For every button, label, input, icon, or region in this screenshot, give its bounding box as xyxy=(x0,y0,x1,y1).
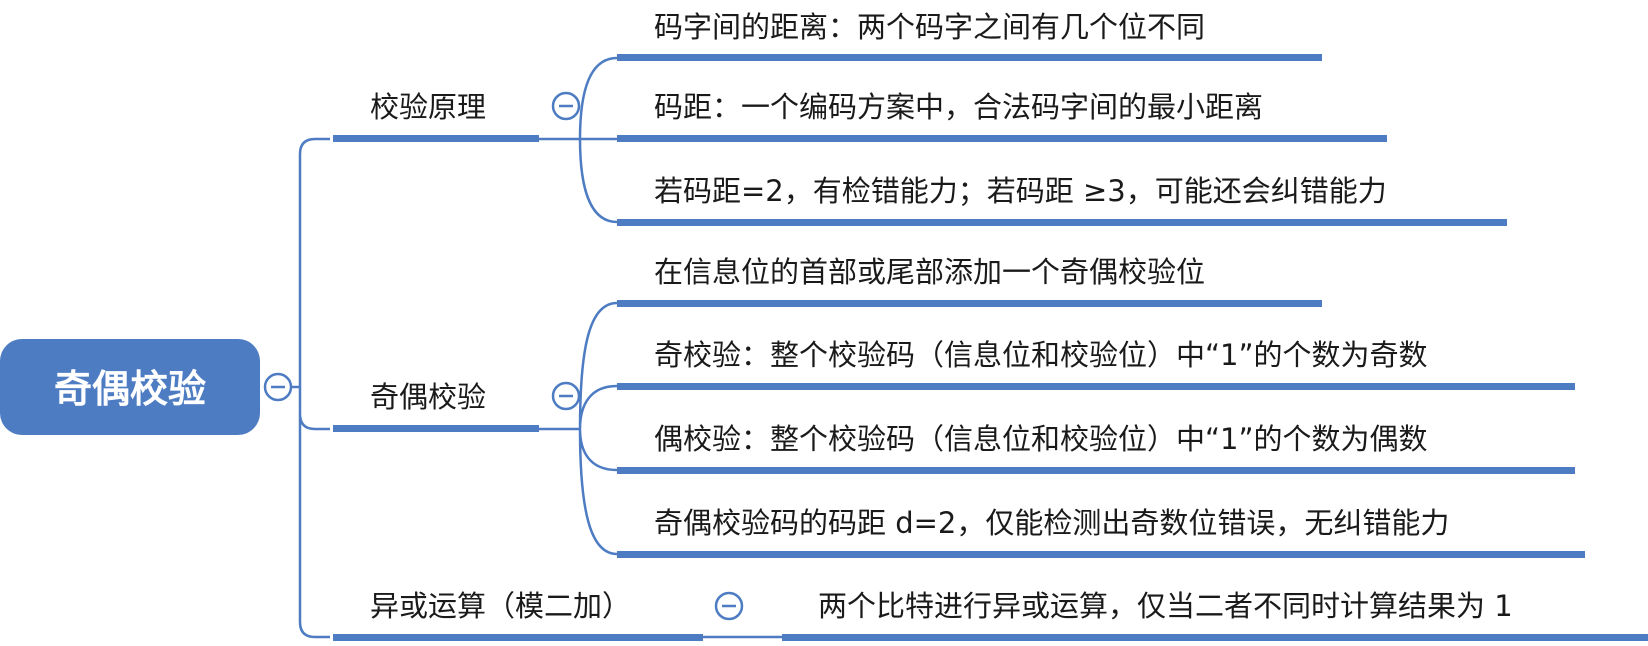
leaf-underline xyxy=(617,135,1387,142)
leaf-underline xyxy=(617,300,1322,307)
leaf-node[interactable]: 在信息位的首部或尾部添加一个奇偶校验位 xyxy=(617,255,1322,307)
root-label: 奇偶校验 xyxy=(54,367,206,411)
leaf-label: 两个比特进行异或运算，仅当二者不同时计算结果为 1 xyxy=(818,589,1513,623)
leaf-node[interactable]: 奇校验：整个校验码（信息位和校验位）中“1”的个数为奇数 xyxy=(617,338,1575,390)
root-collapse-button[interactable] xyxy=(263,372,293,402)
branch-connector xyxy=(539,301,618,556)
leaf-underline xyxy=(617,383,1575,390)
leaf-label: 奇校验：整个校验码（信息位和校验位）中“1”的个数为奇数 xyxy=(654,338,1428,372)
branch-collapse-button[interactable] xyxy=(714,591,744,621)
leaf-underline xyxy=(617,551,1585,558)
leaf-label: 码字间的距离：两个码字之间有几个位不同 xyxy=(654,10,1205,44)
leaf-node[interactable]: 码字间的距离：两个码字之间有几个位不同 xyxy=(617,10,1322,61)
leaf-node[interactable]: 奇偶校验码的码距 d=2，仅能检测出奇数位错误，无纠错能力 xyxy=(617,506,1585,558)
leaf-label: 奇偶校验码的码距 d=2，仅能检测出奇数位错误，无纠错能力 xyxy=(654,506,1449,540)
leaf-underline xyxy=(782,634,1648,641)
branch-xor-operation[interactable]: 异或运算（模二加） xyxy=(333,589,703,641)
branch-connector xyxy=(539,56,618,224)
leaf-label: 偶校验：整个校验码（信息位和校验位）中“1”的个数为偶数 xyxy=(654,422,1428,456)
leaf-underline xyxy=(617,219,1507,226)
branch-label: 异或运算（模二加） xyxy=(370,589,631,623)
leaf-underline xyxy=(617,54,1322,61)
branch-collapse-button[interactable] xyxy=(551,381,581,411)
leaf-underline xyxy=(617,467,1575,474)
branch-label: 奇偶校验 xyxy=(370,380,486,414)
leaf-label: 码距：一个编码方案中，合法码字间的最小距离 xyxy=(654,90,1263,124)
branch-underline xyxy=(333,425,539,432)
leaf-node[interactable]: 码距：一个编码方案中，合法码字间的最小距离 xyxy=(617,90,1387,142)
leaf-node[interactable]: 若码距=2，有检错能力；若码距 ≥3，可能还会纠错能力 xyxy=(617,174,1507,226)
branch-parity-check[interactable]: 奇偶校验 xyxy=(333,380,539,432)
leaf-node[interactable]: 偶校验：整个校验码（信息位和校验位）中“1”的个数为偶数 xyxy=(617,422,1575,474)
branch-underline xyxy=(333,135,539,142)
leaf-node[interactable]: 两个比特进行异或运算，仅当二者不同时计算结果为 1 xyxy=(782,589,1648,641)
branch-verification-principle[interactable]: 校验原理 xyxy=(333,90,539,142)
branch-label: 校验原理 xyxy=(370,90,486,124)
root-node[interactable]: 奇偶校验 xyxy=(0,339,260,435)
leaf-label: 在信息位的首部或尾部添加一个奇偶校验位 xyxy=(654,255,1205,289)
leaf-label: 若码距=2，有检错能力；若码距 ≥3，可能还会纠错能力 xyxy=(654,174,1387,208)
root-box xyxy=(0,339,260,435)
branch-underline xyxy=(333,634,703,641)
branch-collapse-button[interactable] xyxy=(551,91,581,121)
